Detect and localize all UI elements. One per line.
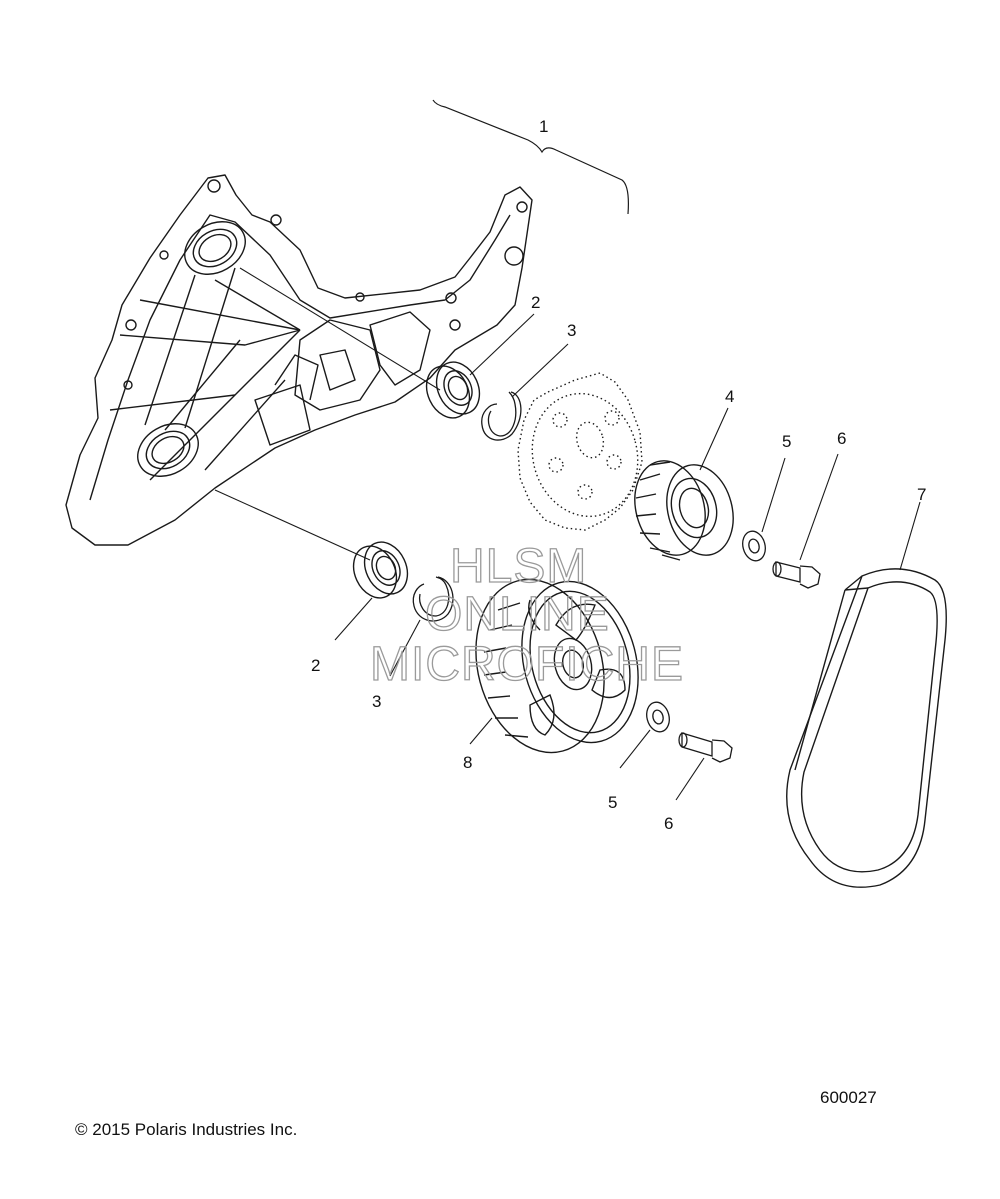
snap-ring-lower (412, 576, 454, 622)
diagram-number: 600027 (820, 1088, 877, 1107)
watermark-line-2: ONLINE (425, 588, 610, 641)
bolt-lower (678, 732, 733, 763)
callout-2-upper: 2 (531, 293, 540, 312)
bearing-lower (352, 541, 409, 599)
callout-3-upper: 3 (567, 321, 576, 340)
callout-4: 4 (725, 387, 734, 406)
drive-sprocket (634, 460, 734, 561)
washer-upper (742, 530, 766, 562)
drive-belt (786, 568, 947, 888)
washer-lower (646, 701, 670, 733)
watermark-line-3: MICROFICHE (370, 638, 684, 691)
snap-ring-upper (481, 391, 522, 441)
callout-5-lower: 5 (608, 793, 617, 812)
dotted-sprocket-outline (517, 372, 643, 531)
callout-1: 1 (539, 117, 548, 136)
driven-sprocket (475, 578, 639, 754)
callout-8: 8 (463, 753, 472, 772)
callout-3-lower: 3 (372, 692, 381, 711)
callout-2-lower: 2 (311, 656, 320, 675)
callout-7: 7 (917, 485, 926, 504)
bolt-upper (772, 561, 821, 589)
chaincase-housing (65, 174, 533, 546)
callout-6-upper: 6 (837, 429, 846, 448)
assembly-bracket-1 (432, 99, 629, 215)
bearing-upper (425, 361, 481, 419)
callout-6-lower: 6 (664, 814, 673, 833)
callout-5-upper: 5 (782, 432, 791, 451)
watermark-line-1: HLSM (450, 540, 587, 593)
watermark: HLSM ONLINE MICROFICHE (369, 539, 684, 691)
copyright-notice: © 2015 Polaris Industries Inc. (75, 1120, 298, 1139)
leader-lines (214, 267, 921, 801)
